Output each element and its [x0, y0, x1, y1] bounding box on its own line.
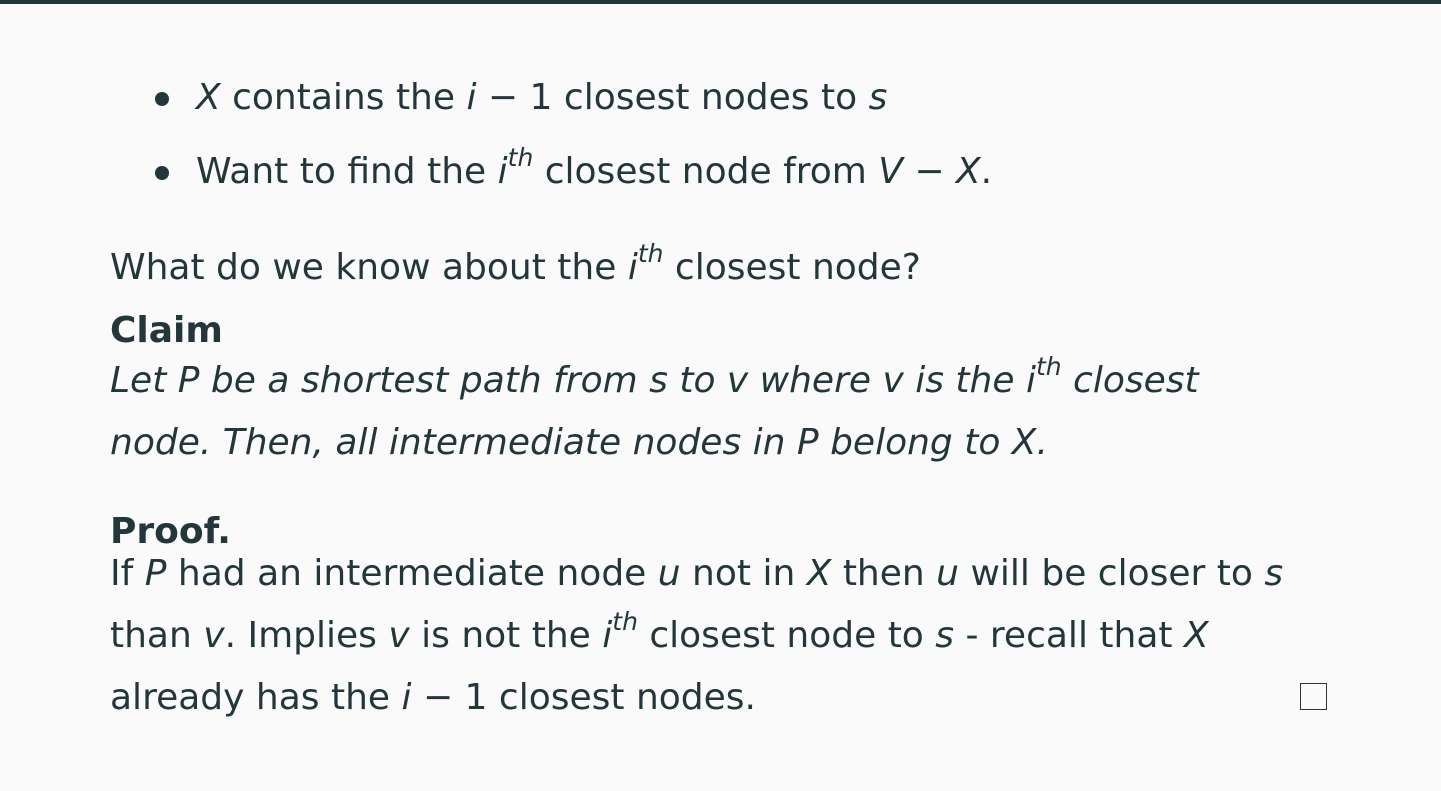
text: closest nodes to [552, 77, 869, 118]
math-minus: − [902, 151, 956, 192]
bullet-icon [155, 92, 169, 106]
bullet-icon [155, 166, 169, 180]
claim-line-2: node. Then, all intermediate nodes in P … [110, 422, 1048, 463]
bullet-item-1: X contains the i − 1 closest nodes to s [196, 76, 887, 120]
proof-heading: Proof. [110, 511, 231, 552]
text: Want to find the [196, 151, 498, 192]
math-s: s [868, 77, 888, 118]
math-x: X [196, 77, 221, 118]
claim-line-1: Let P be a shortest path from s to v whe… [110, 352, 1199, 401]
text: contains the [220, 77, 467, 118]
bullet-item-2: Want to find the ith closest node from V… [196, 145, 993, 194]
qed-square-icon [1300, 683, 1327, 710]
math-minus-one: − 1 [476, 77, 553, 118]
text: . [980, 151, 993, 192]
math-i: i [497, 151, 508, 192]
math-v: V [878, 151, 903, 192]
superscript-th: th [637, 239, 664, 268]
top-border [0, 0, 1441, 4]
proof-line-2: than v. Implies v is not the ith closest… [110, 607, 1209, 656]
proof-line-3: already has the i − 1 closest nodes. [110, 677, 756, 718]
superscript-th: th [612, 607, 638, 636]
math-x: X [956, 151, 981, 192]
math-i: i [627, 247, 638, 288]
question-text: What do we know about the ith closest no… [110, 239, 921, 288]
claim-heading: Claim [110, 310, 223, 351]
superscript-th: th [1035, 352, 1062, 381]
superscript-th: th [507, 143, 534, 172]
text: closest node from [533, 151, 879, 192]
math-i: i [466, 77, 477, 118]
proof-line-1: If P had an intermediate node u not in X… [110, 553, 1284, 594]
